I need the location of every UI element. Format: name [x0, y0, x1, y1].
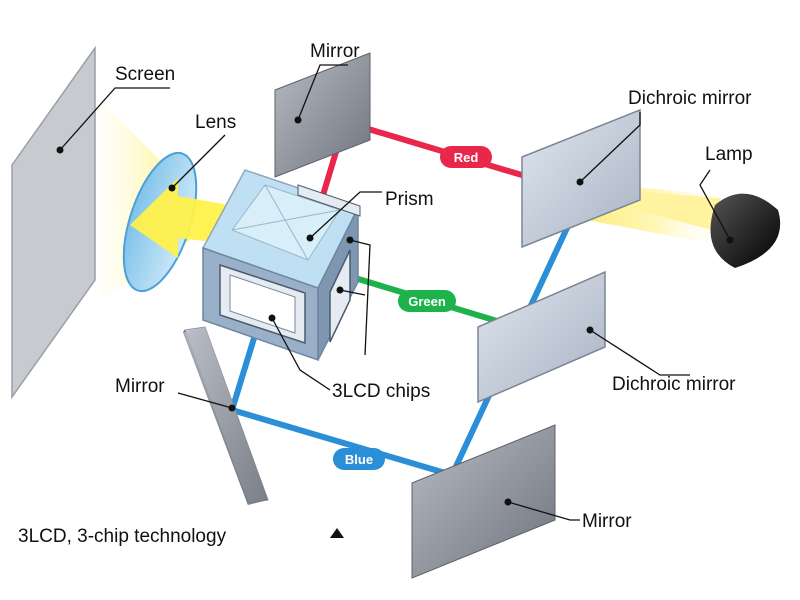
lcd-chip-front [219, 263, 306, 345]
label-prism: Prism [385, 189, 434, 210]
green-beam: Green [354, 275, 521, 331]
label-lamp: Lamp [705, 144, 753, 165]
mirror-top [274, 52, 371, 178]
lcd-chip-top [297, 184, 361, 217]
lcd-chip-side [329, 249, 351, 343]
green-beam-label: Green [408, 294, 446, 309]
label-dichroic-bottom: Dichroic mirror [612, 374, 736, 395]
label-dichroic-top: Dichroic mirror [628, 88, 752, 109]
label-lens: Lens [195, 112, 236, 133]
green-beam-tag [398, 290, 456, 312]
mirror-left [183, 326, 269, 505]
label-3lcd-chips: 3LCD chips [332, 381, 430, 402]
label-mirror-left: Mirror [115, 376, 165, 397]
leader-lines [56, 64, 734, 521]
lamp [710, 193, 781, 268]
dichroic-mirror-bottom [477, 270, 606, 404]
blue-beam-label: Blue [345, 452, 373, 467]
dichroic-mirror-top [521, 108, 641, 249]
red-beam-label: Red [454, 150, 479, 165]
blue-beam-tag [333, 448, 385, 470]
label-mirror-top: Mirror [310, 41, 360, 62]
screen [11, 45, 96, 400]
caption: 3LCD, 3-chip technology [18, 526, 227, 547]
red-beam-tag [440, 146, 492, 168]
caption-triangle-icon [330, 528, 344, 538]
mirror-bottom [411, 424, 556, 579]
label-screen: Screen [115, 64, 175, 85]
label-mirror-bottom: Mirror [582, 511, 632, 532]
